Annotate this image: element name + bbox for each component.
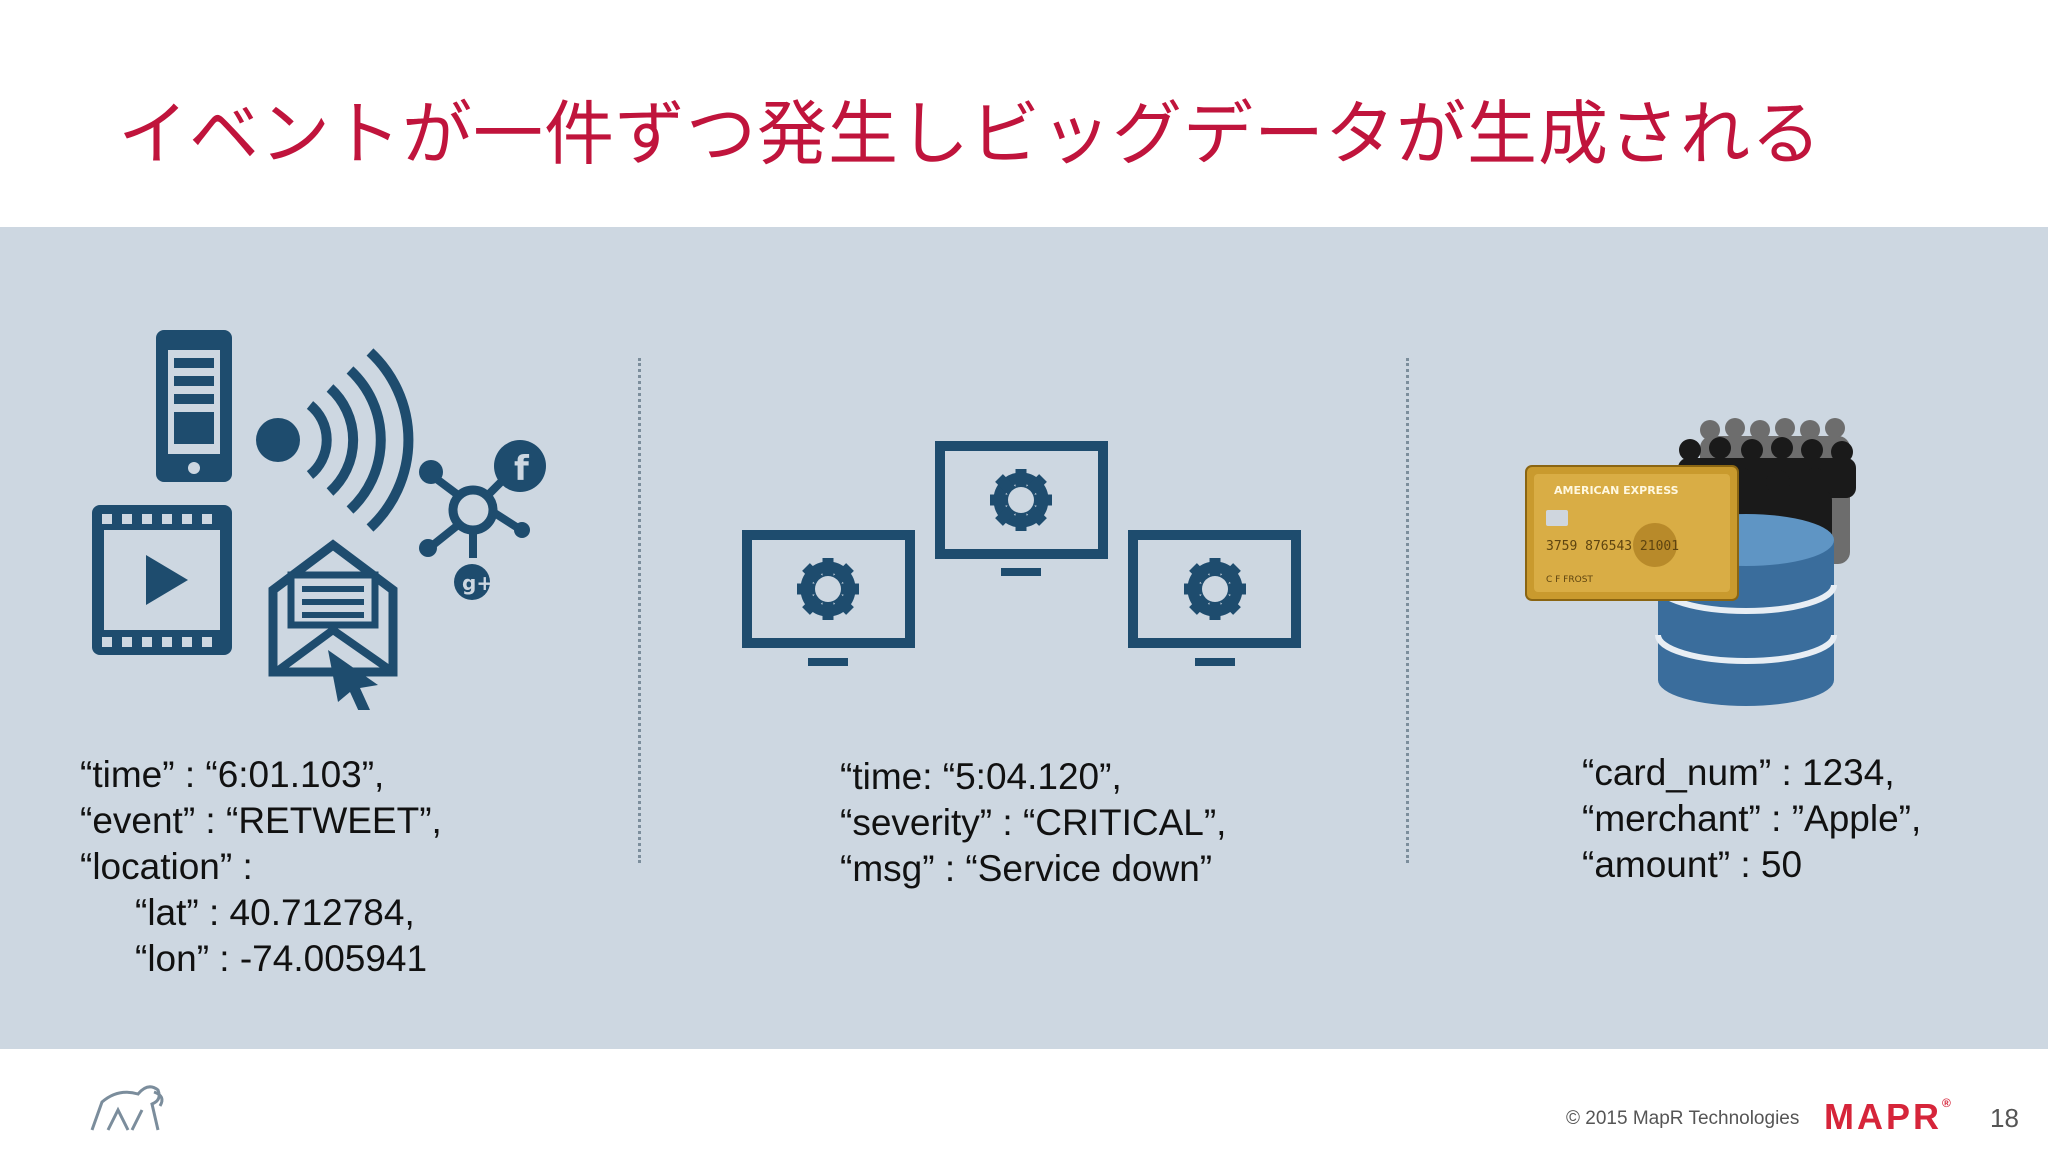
json-line: “location” : [80, 846, 253, 887]
copyright-text: © 2015 MapR Technologies [1566, 1108, 1800, 1129]
json-line: “time: “5:04.120”, [840, 756, 1122, 797]
broadcast-icon [256, 348, 414, 532]
server-monitors-gear-icons [742, 441, 1301, 666]
email-icon [268, 539, 398, 710]
json-line: “amount” : 50 [1582, 844, 1803, 885]
mapr-logo-mark: ® [1942, 1096, 1954, 1110]
social-network-icon: f g+ [419, 440, 546, 600]
social-event-json: “time” : “6:01.103”, “event” : “RETWEET”… [80, 752, 442, 982]
json-line: “time” : “6:01.103”, [80, 754, 385, 795]
svg-text:C F FROST: C F FROST [1546, 575, 1593, 585]
svg-text:f: f [514, 449, 530, 489]
monitor-center-icon [935, 441, 1108, 559]
credit-card-icon: AMERICAN EXPRESS 3759 876543 21001 C F F… [1525, 465, 1739, 601]
json-line: “msg” : “Service down” [840, 848, 1213, 889]
slide-title: イベントが一件ずつ発生しビッグデータが生成される [118, 93, 1822, 175]
json-line: “event” : “RETWEET”, [80, 800, 442, 841]
server-event-json: “time: “5:04.120”, “severity” : “CRITICA… [840, 754, 1226, 892]
elephant-logo-icon [90, 1085, 164, 1131]
json-line: “merchant” : ”Apple”, [1582, 798, 1922, 839]
divider-right [1406, 358, 1409, 863]
mapr-logo-text: MAPR [1824, 1096, 1942, 1137]
social-media-icons: f g+ [92, 330, 546, 710]
json-line: “severity” : “CRITICAL”, [840, 802, 1227, 843]
video-icon [92, 505, 232, 655]
credit-card-crowd-database-icons: AMERICAN EXPRESS 3759 876543 21001 C F F… [1525, 418, 1856, 706]
transaction-event-json: “card_num” : 1234, “merchant” : ”Apple”,… [1582, 750, 1921, 888]
svg-text:3759 876543 21001: 3759 876543 21001 [1546, 539, 1679, 554]
monitor-right-icon [1128, 530, 1301, 648]
json-line: “card_num” : 1234, [1582, 752, 1895, 793]
divider-left [638, 358, 641, 863]
json-line: “lon” : -74.005941 [135, 938, 428, 979]
json-line: “lat” : 40.712784, [135, 892, 415, 933]
monitor-left-icon [742, 530, 915, 648]
page-number: 18 [1990, 1103, 2019, 1133]
smartphone-icon [156, 330, 232, 482]
svg-text:AMERICAN EXPRESS: AMERICAN EXPRESS [1554, 484, 1679, 497]
svg-text:g+: g+ [462, 571, 493, 595]
mapr-logo: MAPR® [1824, 1096, 1954, 1138]
